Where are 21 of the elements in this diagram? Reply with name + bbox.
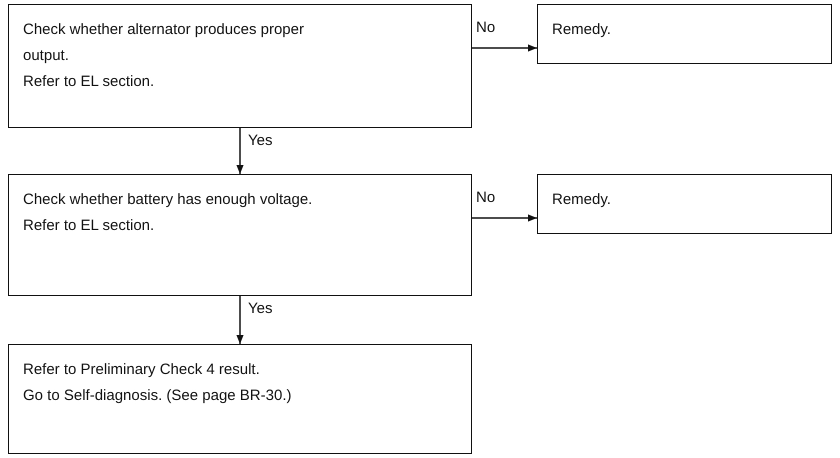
box-text: Go to Self-diagnosis. (See page BR-30.) <box>23 386 292 406</box>
box-text: Refer to EL section. <box>23 216 156 236</box>
box-text: Check whether battery has enough voltage. <box>23 190 314 210</box>
arrow <box>472 44 537 52</box>
arrow <box>472 214 537 222</box>
process-box <box>8 4 472 128</box>
process-box <box>537 174 832 234</box>
box-text: Remedy. <box>552 20 612 40</box>
box-text: Refer to Preliminary Check 4 result. <box>23 360 261 380</box>
box-text: Check whether alternator produces proper output. <box>23 20 305 66</box>
edge-label: No <box>476 19 496 37</box>
process-box <box>537 4 832 64</box>
edge-label: No <box>476 189 496 207</box>
box-text: Remedy. <box>552 190 612 210</box>
edge-label: Yes <box>248 132 272 150</box>
process-box <box>8 344 472 454</box>
arrow <box>236 128 244 174</box>
edge-label: Yes <box>248 300 272 318</box>
arrow <box>236 296 244 344</box>
process-box <box>8 174 472 296</box>
box-text: Refer to EL section. <box>23 72 156 92</box>
